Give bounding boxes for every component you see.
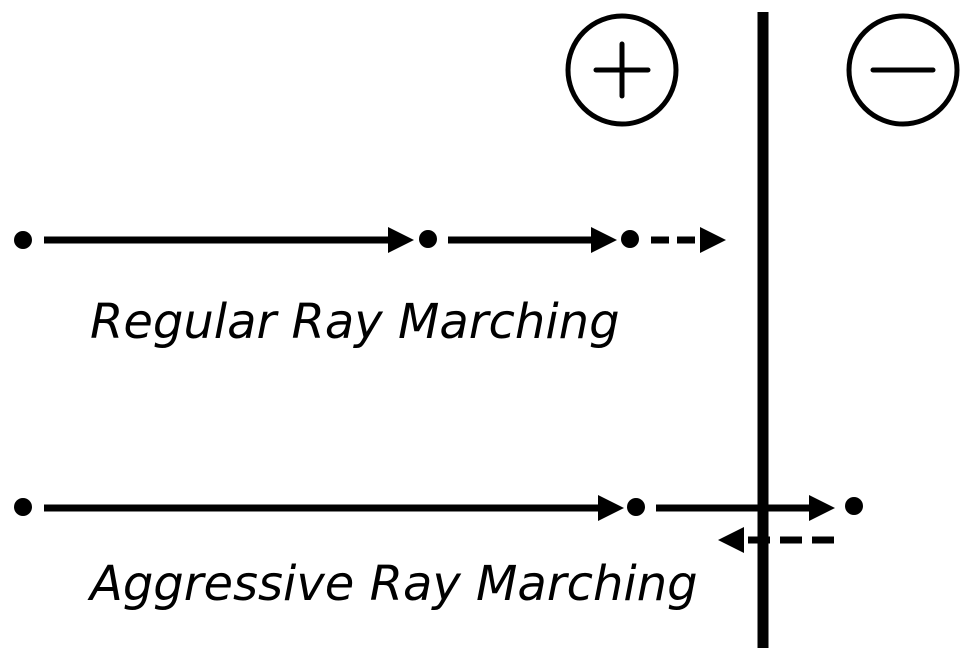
sample-point (627, 498, 645, 516)
step-arrow (448, 227, 617, 253)
step-arrow-overshoot (656, 495, 835, 521)
negative-region-icon (846, 13, 960, 127)
sample-point (14, 498, 32, 516)
aggressive-ray-marching-label: Aggressive Ray Marching (87, 556, 698, 612)
aggressive-ray-march (14, 495, 863, 553)
sample-point (14, 231, 32, 249)
step-arrow (44, 227, 414, 253)
sample-point (621, 230, 639, 248)
sample-point (845, 497, 863, 515)
backtrack-arrow-dashed (718, 527, 834, 553)
sample-point (419, 230, 437, 248)
regular-ray-marching-label: Regular Ray Marching (90, 294, 620, 350)
positive-region-icon (565, 13, 679, 127)
step-arrow-dashed (651, 227, 726, 253)
step-arrow (44, 495, 624, 521)
regular-ray-march (14, 227, 726, 253)
